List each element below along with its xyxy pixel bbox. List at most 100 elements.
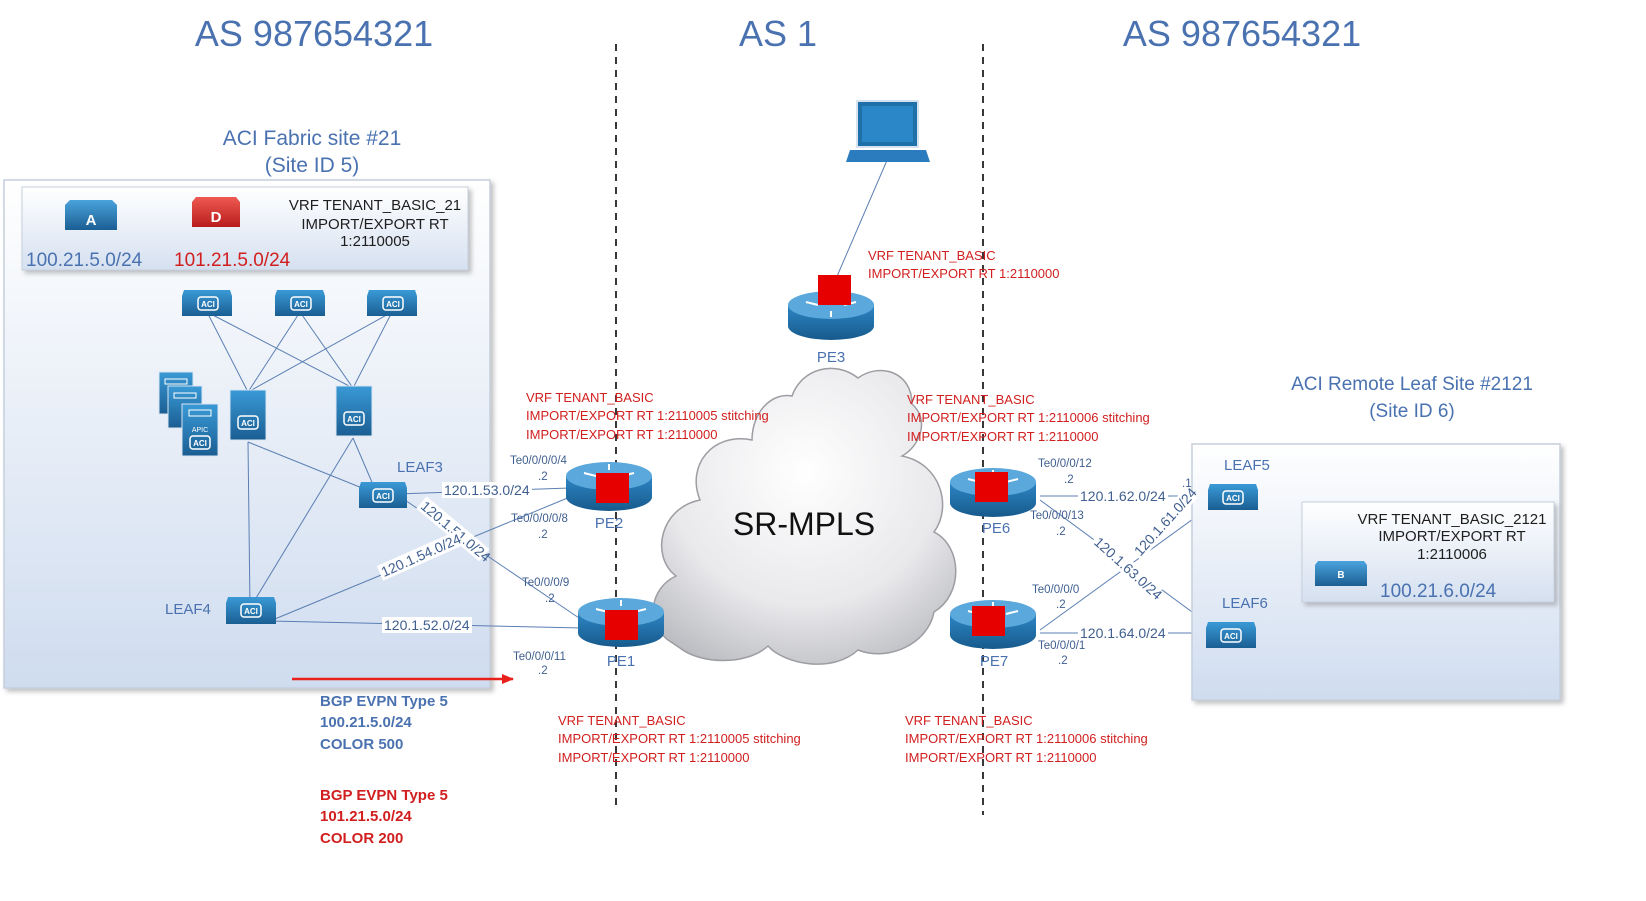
site2121-vrf-rt-label: IMPORT/EXPORT RT — [1378, 528, 1525, 545]
aci-badge-label: ACI — [376, 492, 390, 501]
if-pe2-b: Te0/0/0/0/8 — [511, 513, 568, 525]
vrf-note-pe1: VRF TENANT_BASIC IMPORT/EXPORT RT 1:2110… — [558, 713, 801, 765]
pe1-label: PE1 — [607, 653, 635, 670]
site2121-vrf-rt-value: 1:2110006 — [1417, 546, 1487, 563]
router-pe7[interactable] — [950, 600, 1036, 649]
apic-cluster[interactable]: APIC ACI — [158, 371, 219, 457]
epg-d-letter: D — [211, 209, 222, 226]
bgp-note-blue: BGP EVPN Type 5 100.21.5.0/24 COLOR 500 — [320, 693, 448, 753]
svg-text:120.1.64.0/24: 120.1.64.0/24 — [1080, 625, 1166, 641]
tower-leaf-2[interactable]: ACI — [335, 385, 373, 437]
vrf-note-pe6: VRF TENANT_BASIC IMPORT/EXPORT RT 1:2110… — [907, 392, 1150, 444]
svg-text:120.1.53.0/24: 120.1.53.0/24 — [444, 482, 530, 498]
if-pe1-b: Te0/0/0/11 — [513, 651, 566, 663]
aci-switch-icon: ACI — [359, 482, 407, 508]
svg-text:IMPORT/EXPORT RT 1:2110005 sti: IMPORT/EXPORT RT 1:2110005 stitching — [526, 408, 769, 423]
epg-b-letter: B — [1337, 570, 1344, 581]
router-icon — [950, 468, 1036, 517]
pe6-label: PE6 — [982, 520, 1010, 537]
leaf5-label: LEAF5 — [1224, 457, 1270, 474]
svg-text:120.1.52.0/24: 120.1.52.0/24 — [384, 617, 470, 633]
site21-vrf-name: VRF TENANT_BASIC_21 — [289, 197, 461, 214]
pe3-label: PE3 — [817, 349, 845, 366]
if-pe1-b-ip: .2 — [538, 665, 548, 677]
vrf-note-pe3: VRF TENANT_BASIC IMPORT/EXPORT RT 1:2110… — [868, 248, 1059, 281]
router-pe6[interactable] — [950, 468, 1036, 517]
spine-switch-1[interactable]: ACI — [182, 290, 232, 316]
link-label-leaf4-pe1: 120.1.52.0/24 — [382, 617, 472, 633]
router-pe3[interactable] — [788, 275, 874, 340]
aci-switch-icon: ACI — [1208, 484, 1258, 510]
svg-text:IMPORT/EXPORT RT 1:2110000: IMPORT/EXPORT RT 1:2110000 — [905, 750, 1096, 765]
epg-icon: D — [192, 197, 240, 227]
if-pe7-b: Te0/0/0/1 — [1038, 640, 1085, 652]
as-label-right: AS 987654321 — [1123, 13, 1361, 54]
aci-switch-icon: ACI — [335, 385, 373, 437]
cloud-icon — [652, 367, 957, 665]
vrf-note-pe2: VRF TENANT_BASIC IMPORT/EXPORT RT 1:2110… — [526, 390, 769, 442]
svg-text:VRF TENANT_BASIC: VRF TENANT_BASIC — [558, 713, 686, 728]
leaf6-switch[interactable]: ACI — [1206, 622, 1256, 648]
aci-badge-label: ACI — [1226, 494, 1240, 503]
vrf-note-pe7: VRF TENANT_BASIC IMPORT/EXPORT RT 1:2110… — [905, 713, 1148, 765]
router-icon — [788, 275, 874, 340]
svg-text:COLOR 200: COLOR 200 — [320, 830, 403, 847]
epg-icon: B — [1315, 561, 1367, 586]
svg-text:IMPORT/EXPORT RT 1:2110005 sti: IMPORT/EXPORT RT 1:2110005 stitching — [558, 731, 801, 746]
leaf4-label: LEAF4 — [165, 601, 211, 618]
site2121-subnet: 100.21.6.0/24 — [1380, 581, 1497, 602]
aci-badge-label: ACI — [193, 439, 207, 448]
site21-subnet-blue: 100.21.5.0/24 — [26, 250, 143, 271]
aci-switch-icon: ACI — [229, 389, 267, 441]
if-pe7-a-ip: .2 — [1056, 599, 1066, 611]
aci-badge-label: ACI — [241, 419, 255, 428]
svg-text:BGP EVPN Type 5: BGP EVPN Type 5 — [320, 693, 448, 710]
aci-badge-label: ACI — [201, 300, 215, 309]
if-pe2-b-ip: .2 — [538, 529, 548, 541]
svg-text:IMPORT/EXPORT RT 1:2110000: IMPORT/EXPORT RT 1:2110000 — [558, 750, 749, 765]
svg-text:100.21.5.0/24: 100.21.5.0/24 — [320, 714, 412, 731]
pe2-label: PE2 — [595, 515, 623, 532]
router-pe1[interactable] — [578, 598, 664, 647]
svg-text:IMPORT/EXPORT RT 1:2110000: IMPORT/EXPORT RT 1:2110000 — [907, 429, 1098, 444]
svg-text:IMPORT/EXPORT RT 1:2110006 sti: IMPORT/EXPORT RT 1:2110006 stitching — [907, 410, 1150, 425]
site21-vrf-rt-label: IMPORT/EXPORT RT — [301, 216, 448, 233]
if-pe7-b-ip: .2 — [1058, 655, 1068, 667]
router-pe2[interactable] — [566, 462, 652, 511]
svg-text:VRF TENANT_BASIC: VRF TENANT_BASIC — [868, 248, 996, 263]
svg-text:IMPORT/EXPORT RT 1:2110000: IMPORT/EXPORT RT 1:2110000 — [526, 427, 717, 442]
if-pe6-b: Te0/0/0/13 — [1030, 510, 1084, 522]
svg-text:BGP EVPN Type 5: BGP EVPN Type 5 — [320, 787, 448, 804]
site21-subnet-red: 101.21.5.0/24 — [174, 250, 291, 271]
aci-badge-label: ACI — [294, 300, 308, 309]
leaf5-switch[interactable]: ACI — [1208, 484, 1258, 510]
tower-leaf-1[interactable]: ACI — [229, 389, 267, 441]
aci-switch-icon: ACI — [182, 290, 232, 316]
if-pe6-a-ip: .2 — [1064, 474, 1074, 486]
if-pe6-a: Te0/0/0/12 — [1038, 458, 1092, 470]
pe7-label: PE7 — [980, 653, 1008, 670]
site21-site-id: (Site ID 5) — [265, 154, 360, 177]
aci-badge-label: ACI — [1224, 632, 1238, 641]
leaf6-label: LEAF6 — [1222, 595, 1268, 612]
leaf3-switch[interactable]: ACI — [359, 482, 407, 508]
svg-text:IMPORT/EXPORT RT 1:2110000: IMPORT/EXPORT RT 1:2110000 — [868, 266, 1059, 281]
leaf3-label: LEAF3 — [397, 459, 443, 476]
laptop-icon — [846, 100, 930, 162]
if-pe2-a: Te0/0/0/0/4 — [510, 455, 568, 467]
svg-text:120.1.62.0/24: 120.1.62.0/24 — [1080, 488, 1166, 504]
aci-switch-icon: ACI — [1206, 622, 1256, 648]
aci-badge-label: ACI — [347, 415, 361, 424]
router-icon — [950, 600, 1036, 649]
router-icon — [578, 598, 664, 647]
spine-switch-2[interactable]: ACI — [275, 290, 325, 316]
site21-title: ACI Fabric site #21 — [223, 127, 402, 150]
router-icon — [566, 462, 652, 511]
spine-switch-3[interactable]: ACI — [367, 290, 417, 316]
site2121-site-id: (Site ID 6) — [1369, 401, 1455, 422]
leaf4-switch[interactable]: ACI — [226, 597, 276, 624]
aci-switch-icon: ACI — [275, 290, 325, 316]
if-pe6-b-ip: .2 — [1056, 526, 1066, 538]
